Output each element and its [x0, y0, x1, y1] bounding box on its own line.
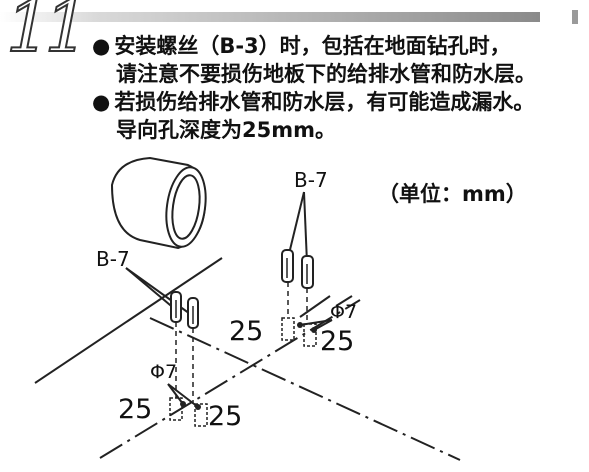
hole-diameter-left: Φ7	[150, 361, 177, 383]
leader-dot	[195, 404, 201, 410]
header-gradient-bar	[0, 12, 540, 22]
unit-label: （单位：mm）	[378, 182, 527, 206]
leader-lines-left-hole	[167, 383, 199, 408]
center-line	[99, 299, 361, 459]
depth-left-a: 25	[118, 394, 152, 425]
note-2-text: 若损伤给排水管和防水层，有可能造成漏水。	[114, 90, 535, 114]
guide-lines-right	[287, 282, 308, 322]
pilot-hole-icon	[169, 397, 208, 427]
leader-dot	[297, 322, 303, 328]
leader-lines-left	[125, 267, 194, 317]
pilot-hole-icon	[281, 317, 317, 347]
note-1: ●安装螺丝（B-3）时，包括在地面钻孔时，	[92, 32, 587, 60]
bullet-icon: ●	[92, 90, 111, 114]
floor-edge-line	[335, 295, 353, 307]
anchor-icon	[281, 249, 314, 289]
depth-left-b: 25	[208, 401, 242, 432]
drain-pipe-icon	[110, 156, 207, 250]
note-1-text: 安装螺丝（B-3）时，包括在地面钻孔时，	[114, 34, 511, 58]
floor-edge-line	[299, 295, 331, 318]
bullet-icon: ●	[92, 34, 111, 58]
leader-lines-right	[287, 191, 308, 264]
note-1-continuation: 请注意不要损伤地板下的给排水管和防水层。	[116, 62, 536, 86]
corner-mark	[572, 10, 578, 24]
note-2: ●若损伤给排水管和防水层，有可能造成漏水。	[92, 88, 587, 116]
depth-right-a: 25	[229, 316, 263, 347]
part-label-left: B-7	[96, 247, 130, 271]
floor-edge-line	[34, 257, 223, 384]
leader-dot	[180, 401, 186, 407]
instruction-notes: ●安装螺丝（B-3）时，包括在地面钻孔时， 请注意不要损伤地板下的给排水管和防水…	[92, 32, 587, 144]
guide-lines-left	[175, 322, 194, 404]
hole-diameter-right: Φ7	[330, 301, 357, 323]
note-2-continuation: 导向孔深度为25mm。	[116, 118, 336, 142]
part-label-right: B-7	[294, 168, 328, 192]
center-line	[149, 317, 461, 461]
leader-dot	[311, 327, 317, 333]
depth-right-b: 25	[320, 326, 354, 357]
step-number: 11	[5, 0, 90, 68]
